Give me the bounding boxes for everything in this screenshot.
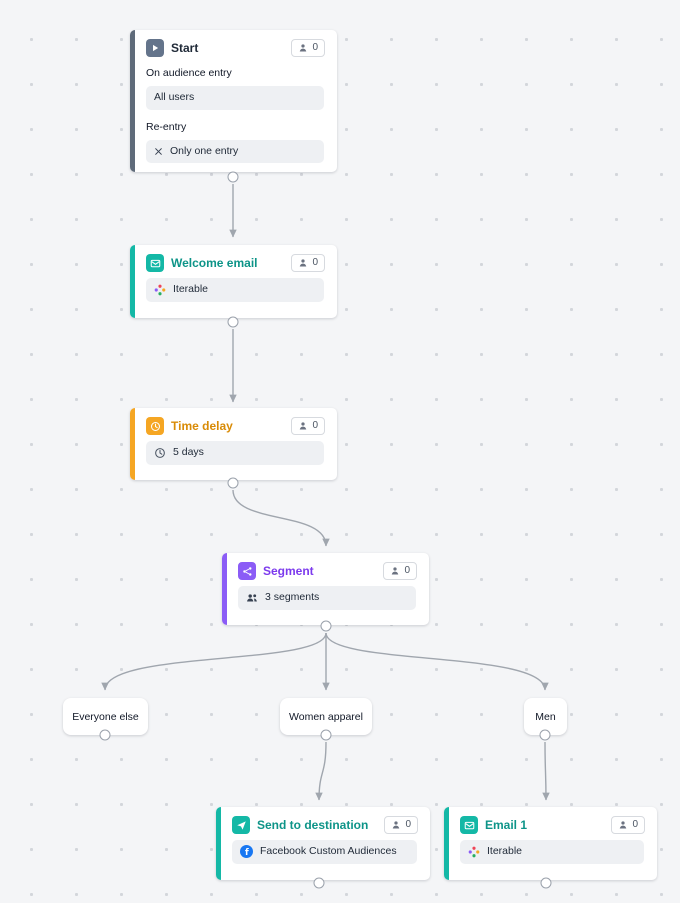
branch-everyone-else[interactable]: Everyone else [63, 698, 148, 735]
start-accent-bar [130, 30, 135, 172]
welcome-email-node-header: Welcome email 0 [130, 245, 337, 278]
email1-node-header: Email 1 0 [444, 807, 657, 840]
person-icon [391, 820, 401, 830]
audience-count: 0 [404, 565, 410, 576]
person-icon [390, 566, 400, 576]
person-icon [298, 258, 308, 268]
segments-pill: 3 segments [238, 586, 416, 610]
branch-women-apparel[interactable]: Women apparel [280, 698, 372, 735]
welcome-email-accent-bar [130, 245, 135, 318]
node-title: Send to destination [257, 818, 369, 832]
audience-count: 0 [632, 819, 638, 830]
delay-pill: 5 days [146, 441, 324, 465]
integration-name: Iterable [173, 283, 209, 295]
send-node-header: Send to destination 0 [216, 807, 430, 840]
node-send-to-destination[interactable]: Send to destination 0 f Facebook Custom … [216, 807, 430, 880]
entry-label: On audience entry [146, 67, 232, 79]
audience-count: 0 [405, 819, 411, 830]
person-icon [618, 820, 628, 830]
audience-count-badge: 0 [384, 816, 418, 834]
split-icon [238, 562, 256, 580]
audience-count-badge: 0 [291, 417, 325, 435]
segment-node-body: 3 segments [222, 586, 429, 621]
start-node-body: On audience entry All users Re-entry Onl… [130, 67, 337, 174]
email1-node-body: Iterable [444, 840, 657, 875]
integration-pill: Iterable [146, 278, 324, 302]
audience-count-badge: 0 [291, 39, 325, 57]
send-node-body: f Facebook Custom Audiences [216, 840, 430, 875]
segments-value: 3 segments [265, 591, 320, 603]
node-title: Segment [263, 564, 314, 578]
play-icon [146, 39, 164, 57]
segment-node-header: Segment 0 [222, 553, 429, 586]
email1-accent-bar [444, 807, 449, 880]
segment-accent-bar [222, 553, 227, 625]
delay-value: 5 days [173, 446, 204, 458]
entry-audience-value: All users [154, 91, 195, 103]
iterable-logo-icon [154, 284, 166, 296]
iterable-logo-icon [468, 846, 480, 858]
email-icon [460, 816, 478, 834]
audience-count: 0 [312, 42, 318, 53]
time-delay-accent-bar [130, 408, 135, 480]
destination-pill: f Facebook Custom Audiences [232, 840, 417, 864]
node-time-delay[interactable]: Time delay 0 5 days [130, 408, 337, 480]
send-accent-bar [216, 807, 221, 880]
audience-count-badge: 0 [291, 254, 325, 272]
group-icon [246, 592, 258, 604]
women-apparel-output-port[interactable] [320, 729, 332, 741]
node-title: Welcome email [171, 256, 258, 270]
start-node-header: Start 0 [130, 30, 337, 63]
reentry-value: Only one entry [170, 144, 239, 157]
node-segment[interactable]: Segment 0 3 segments [222, 553, 429, 625]
connector-segment-to-everyone-else [101, 632, 327, 691]
connector-men-to-email1 [542, 741, 550, 801]
segment-output-port[interactable] [320, 620, 332, 632]
svg-text:f: f [245, 848, 249, 858]
integration-pill: Iterable [460, 840, 644, 864]
node-title: Start [171, 41, 199, 55]
audience-count: 0 [312, 257, 318, 268]
send-icon [232, 816, 250, 834]
node-email-1[interactable]: Email 1 0 Iterable [444, 807, 657, 880]
destination-value: Facebook Custom Audiences [260, 845, 397, 857]
branch-label-text: Men [535, 710, 556, 723]
connector-women-apparel-to-send [315, 741, 327, 801]
reentry-label: Re-entry [146, 120, 187, 133]
connector-delay-to-segment [232, 489, 330, 547]
time-delay-node-header: Time delay 0 [130, 408, 337, 441]
close-icon [154, 147, 163, 156]
node-welcome-email[interactable]: Welcome email 0 Iterable [130, 245, 337, 318]
clock-icon [146, 417, 164, 435]
welcome-email-output-port[interactable] [227, 316, 239, 328]
audience-count: 0 [312, 420, 318, 431]
welcome-email-node-body: Iterable [130, 278, 337, 313]
clock-outline-icon [154, 447, 166, 459]
node-title: Email 1 [485, 818, 528, 832]
audience-count-badge: 0 [383, 562, 417, 580]
integration-name: Iterable [487, 845, 523, 857]
entry-audience-pill: All users [146, 86, 324, 110]
branch-label-text: Women apparel [289, 710, 363, 723]
everyone-else-output-port[interactable] [99, 729, 111, 741]
start-output-port[interactable] [227, 171, 239, 183]
email-icon [146, 254, 164, 272]
men-output-port[interactable] [539, 729, 551, 741]
person-icon [298, 421, 308, 431]
branch-label-text: Everyone else [72, 710, 139, 723]
send-output-port[interactable] [313, 877, 325, 889]
connector-segment-to-men [325, 632, 549, 691]
email1-output-port[interactable] [540, 877, 552, 889]
time-delay-node-body: 5 days [130, 441, 337, 476]
reentry-pill: Only one entry [146, 139, 324, 164]
time-delay-output-port[interactable] [227, 477, 239, 489]
audience-count-badge: 0 [611, 816, 645, 834]
node-title: Time delay [171, 419, 233, 433]
facebook-icon: f [240, 845, 253, 859]
person-icon [298, 43, 308, 53]
node-start[interactable]: Start 0 On audience entry All users Re-e… [130, 30, 337, 172]
branch-men[interactable]: Men [524, 698, 567, 735]
